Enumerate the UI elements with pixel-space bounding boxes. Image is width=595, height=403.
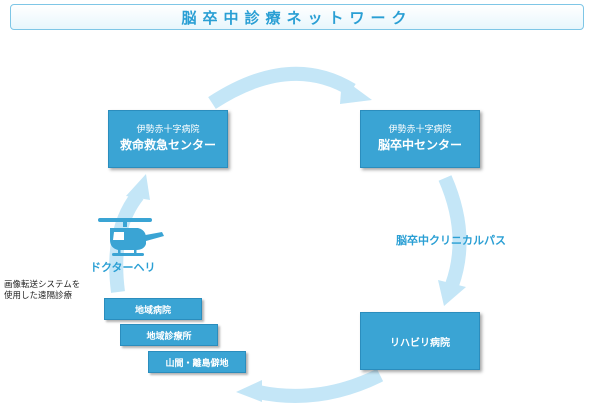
clinical-path-label: 脳卒中クリニカルパス: [396, 234, 506, 247]
local-hospital-label: 地域病院: [134, 305, 171, 316]
stroke-center-name: 脳卒中センター: [377, 138, 462, 152]
title-bar: 脳卒中診療ネットワーク: [10, 4, 584, 30]
node-rehab-hospital: リハビリ病院: [360, 312, 480, 370]
arrow-bottom-head: [236, 380, 262, 402]
rehab-hospital-name: リハビリ病院: [390, 337, 450, 349]
emergency-center-name: 救命救急センター: [119, 138, 216, 152]
page-title: 脳卒中診療ネットワーク: [181, 8, 413, 27]
node-stroke-center: 伊勢赤十字病院 脳卒中センター: [360, 110, 480, 168]
arrow-bottom: [256, 368, 384, 403]
arrow-top: [208, 66, 356, 109]
image-transfer-note: 画像転送システムを 使用した遠隔診療: [4, 280, 81, 301]
node-local-hospital: 地域病院: [104, 298, 202, 320]
helicopter-icon: [98, 218, 164, 256]
node-local-clinic: 地域診療所: [120, 324, 218, 346]
arrow-top-head: [340, 78, 372, 104]
node-remote-area: 山間・離島僻地: [148, 351, 246, 373]
emergency-hospital-name: 伊勢赤十字病院: [136, 125, 200, 135]
arrow-right: [438, 175, 467, 288]
node-emergency-center: 伊勢赤十字病院 救命救急センター: [108, 110, 228, 168]
arrow-right-head: [438, 280, 466, 306]
remote-area-label: 山間・離島僻地: [165, 358, 229, 369]
stroke-hospital-name: 伊勢赤十字病院: [388, 125, 452, 135]
arrow-left-head: [126, 174, 150, 200]
local-clinic-label: 地域診療所: [146, 331, 192, 342]
helicopter-label: ドクターヘリ: [90, 261, 156, 274]
